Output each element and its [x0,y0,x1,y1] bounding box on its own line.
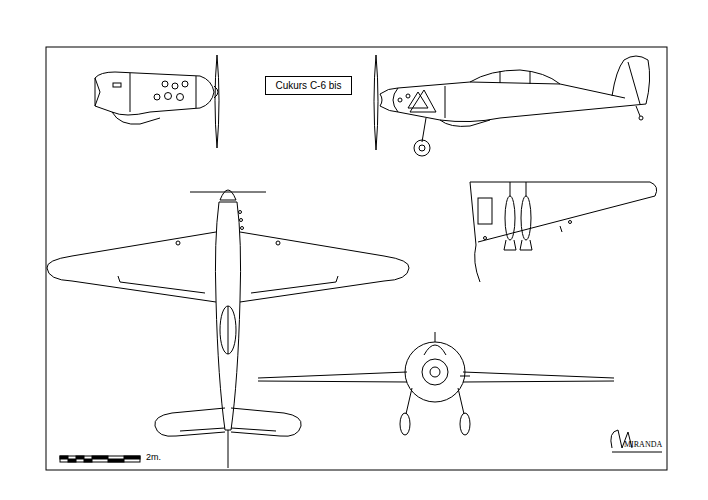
signature-text: MIRANDA [624,440,662,449]
front-view [258,332,614,435]
title-box: Cukurs C-6 bis [265,76,352,95]
plan-view [47,190,409,468]
sheet-frame [46,47,667,470]
signature-underline [612,452,662,453]
scale-bar [60,456,140,462]
scale-label: 2m. [146,452,161,462]
nose-detail-view [95,55,219,148]
title-text: Cukurs C-6 bis [274,80,343,91]
wing-underside-detail [470,182,657,282]
side-view [374,55,650,156]
